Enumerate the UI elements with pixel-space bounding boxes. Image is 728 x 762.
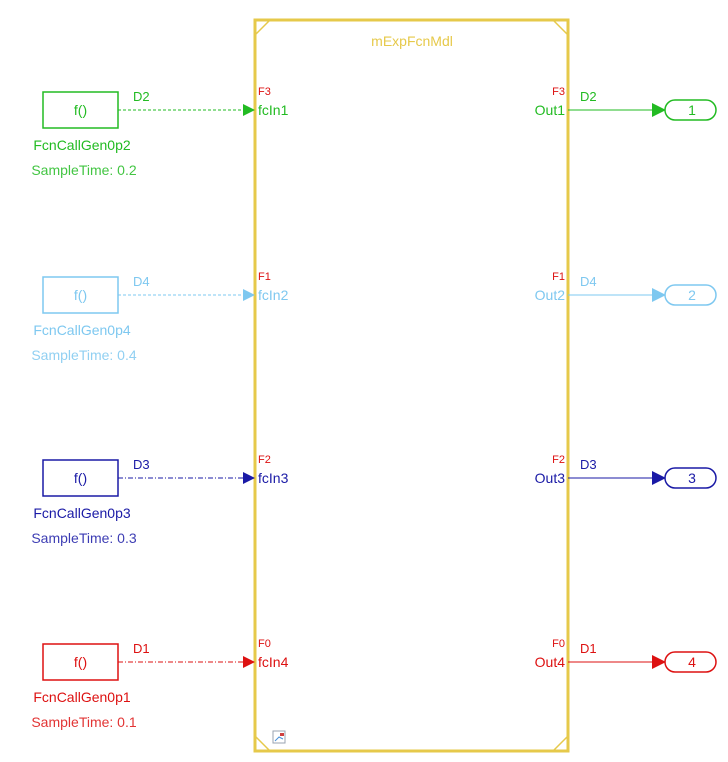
output-signal-label: D2 xyxy=(580,89,597,104)
output-arrow xyxy=(652,103,666,117)
input-rate-label: F2 xyxy=(258,454,271,466)
subsystem-block[interactable]: mExpFcnMdl xyxy=(253,18,570,753)
output-rate-label: F3 xyxy=(552,86,565,98)
input-arrow xyxy=(243,656,255,668)
outport-number: 4 xyxy=(688,654,696,670)
input-rate-label: F1 xyxy=(258,271,271,283)
input-arrow xyxy=(243,104,255,116)
fcn-call-generator-block[interactable] xyxy=(42,91,119,129)
output-signal-label: D4 xyxy=(580,274,597,289)
outport-number: 2 xyxy=(688,287,696,303)
fcn-call-generator-label: f() xyxy=(74,654,87,670)
output-rate-label: F1 xyxy=(552,271,565,283)
outport-block[interactable] xyxy=(664,651,717,673)
output-signal-label: D3 xyxy=(580,457,597,472)
output-port-label: Out3 xyxy=(535,470,566,486)
fcn-call-generator-name: FcnCallGen0p4 xyxy=(33,322,130,338)
fcn-call-generator-label: f() xyxy=(74,102,87,118)
output-arrow xyxy=(652,288,666,302)
output-port-label: Out2 xyxy=(535,287,566,303)
subsystem-corner-br xyxy=(552,735,569,752)
output-port-label: Out1 xyxy=(535,102,566,118)
model-reference-icon xyxy=(272,730,286,744)
input-arrow xyxy=(243,472,255,484)
input-signal-label: D4 xyxy=(133,274,150,289)
input-signal-label: D1 xyxy=(133,641,150,656)
sample-time-label: SampleTime: 0.3 xyxy=(31,530,137,546)
output-port-label: Out4 xyxy=(535,654,566,670)
input-arrow xyxy=(243,289,255,301)
input-rate-label: F0 xyxy=(258,638,271,650)
outport-block[interactable] xyxy=(664,99,717,121)
outport-block[interactable] xyxy=(664,284,717,306)
fcn-call-generator-label: f() xyxy=(74,470,87,486)
subsystem-border xyxy=(253,18,570,753)
output-arrow xyxy=(652,471,666,485)
fcn-call-generator-name: FcnCallGen0p2 xyxy=(33,137,130,153)
subsystem-corner-tl xyxy=(254,19,271,36)
input-port-label: fcIn1 xyxy=(258,102,289,118)
fcn-call-generator-name: FcnCallGen0p1 xyxy=(33,689,130,705)
subsystem-corner-tr xyxy=(552,19,569,36)
fcn-call-generator-block[interactable] xyxy=(42,276,119,314)
outport-block[interactable] xyxy=(664,467,717,489)
subsystem-title: mExpFcnMdl xyxy=(371,33,453,49)
sample-time-label: SampleTime: 0.4 xyxy=(31,347,137,363)
sample-time-label: SampleTime: 0.1 xyxy=(31,714,137,730)
input-signal-label: D3 xyxy=(133,457,150,472)
outport-number: 3 xyxy=(688,470,696,486)
sample-time-label: SampleTime: 0.2 xyxy=(31,162,137,178)
fcn-call-generator-name: FcnCallGen0p3 xyxy=(33,505,130,521)
input-port-label: fcIn2 xyxy=(258,287,289,303)
output-arrow xyxy=(652,655,666,669)
input-signal-label: D2 xyxy=(133,89,150,104)
subsystem-corner-bl xyxy=(254,735,271,752)
output-signal-label: D1 xyxy=(580,641,597,656)
output-rate-label: F2 xyxy=(552,454,565,466)
input-port-label: fcIn4 xyxy=(258,654,289,670)
outport-number: 1 xyxy=(688,102,696,118)
input-port-label: fcIn3 xyxy=(258,470,289,486)
output-rate-label: F0 xyxy=(552,638,565,650)
fcn-call-generator-block[interactable] xyxy=(42,643,119,681)
fcn-call-generator-label: f() xyxy=(74,287,87,303)
input-rate-label: F3 xyxy=(258,86,271,98)
